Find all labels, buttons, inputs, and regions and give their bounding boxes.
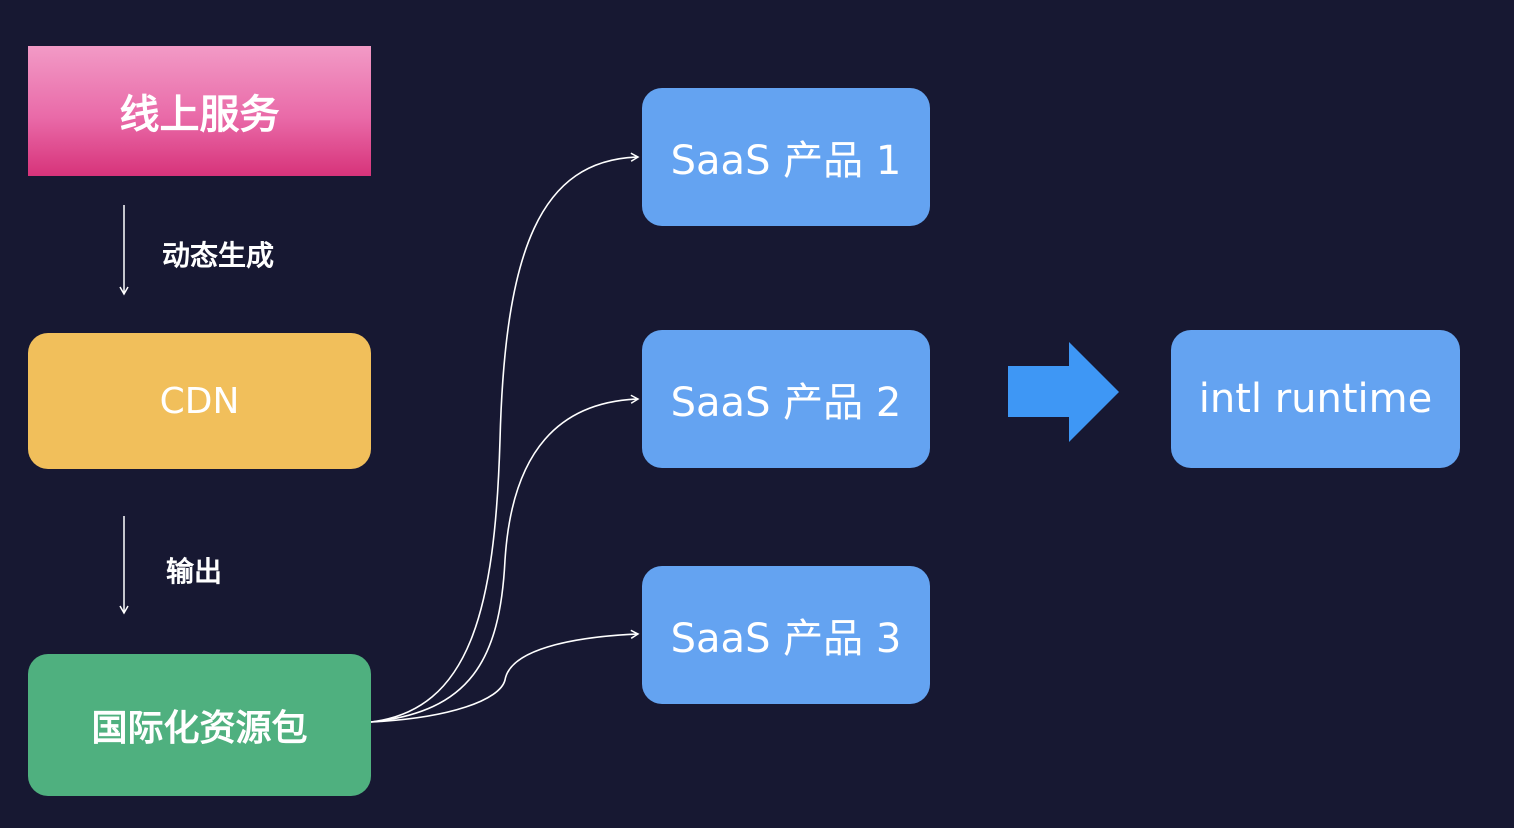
node-saas-product-2-label: SaaS 产品 2 <box>670 380 902 426</box>
node-saas-product-2: SaaS 产品 2 <box>642 330 930 468</box>
node-saas-product-1: SaaS 产品 1 <box>642 88 930 226</box>
node-intl-runtime-label: intl runtime <box>1198 376 1433 422</box>
connector-package-to-saas1 <box>370 152 640 723</box>
node-saas-product-3-label: SaaS 产品 3 <box>670 616 902 662</box>
edge-label-output: 输出 <box>166 555 223 588</box>
node-saas-product-3: SaaS 产品 3 <box>642 566 930 704</box>
node-i18n-package-label: 国际化资源包 <box>91 708 308 749</box>
node-saas-product-1-label: SaaS 产品 1 <box>670 138 902 184</box>
edge-label-dynamic-generate: 动态生成 <box>162 239 275 272</box>
node-i18n-package: 国际化资源包 <box>28 654 371 796</box>
node-cdn-label: CDN <box>159 380 240 422</box>
node-cdn: CDN <box>28 333 371 469</box>
node-online-service: 线上服务 <box>28 46 371 176</box>
block-arrow-to-intl <box>1008 342 1119 442</box>
node-online-service-label: 线上服务 <box>119 92 280 138</box>
node-intl-runtime: intl runtime <box>1171 330 1460 468</box>
connector-package-to-saas3 <box>370 629 640 723</box>
connector-package-to-saas2 <box>370 394 640 723</box>
